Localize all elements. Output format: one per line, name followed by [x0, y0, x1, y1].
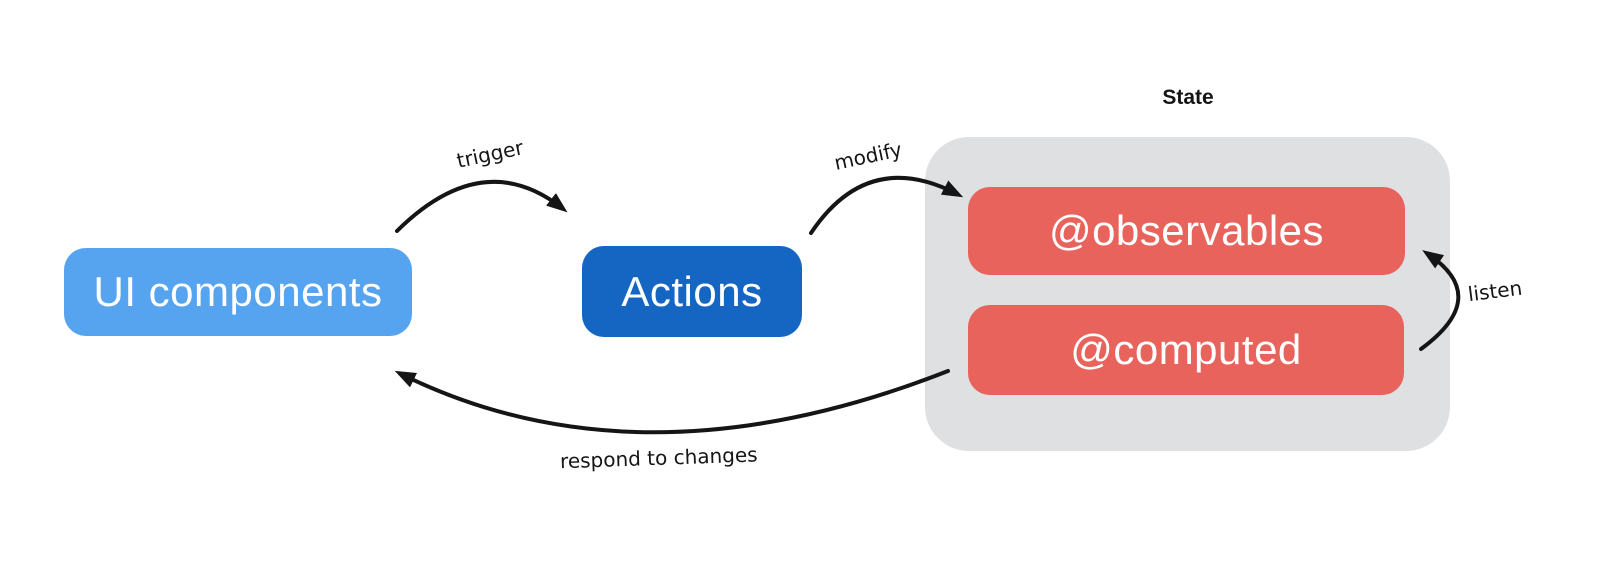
- observables-node-label: @observables: [1048, 207, 1325, 254]
- computed-node-label: @computed: [1070, 326, 1302, 373]
- actions-node-label: Actions: [621, 267, 763, 315]
- respond-arrow: [394, 369, 950, 435]
- respond-arrow-label: respond to changes: [559, 442, 758, 474]
- state-group-title: State: [1162, 86, 1214, 109]
- trigger-arrow: [395, 179, 568, 233]
- modify-arrow-label: modify: [832, 137, 904, 175]
- observables-node: @observables: [968, 187, 1405, 275]
- state-group-container: [925, 137, 1450, 451]
- computed-node: @computed: [968, 305, 1404, 395]
- listen-arrow-label: listen: [1466, 275, 1524, 307]
- actions-node: Actions: [582, 246, 802, 337]
- ui-components-node: UI components: [64, 248, 412, 336]
- ui-components-node-label: UI components: [93, 268, 383, 315]
- trigger-arrow-label: trigger: [454, 135, 526, 173]
